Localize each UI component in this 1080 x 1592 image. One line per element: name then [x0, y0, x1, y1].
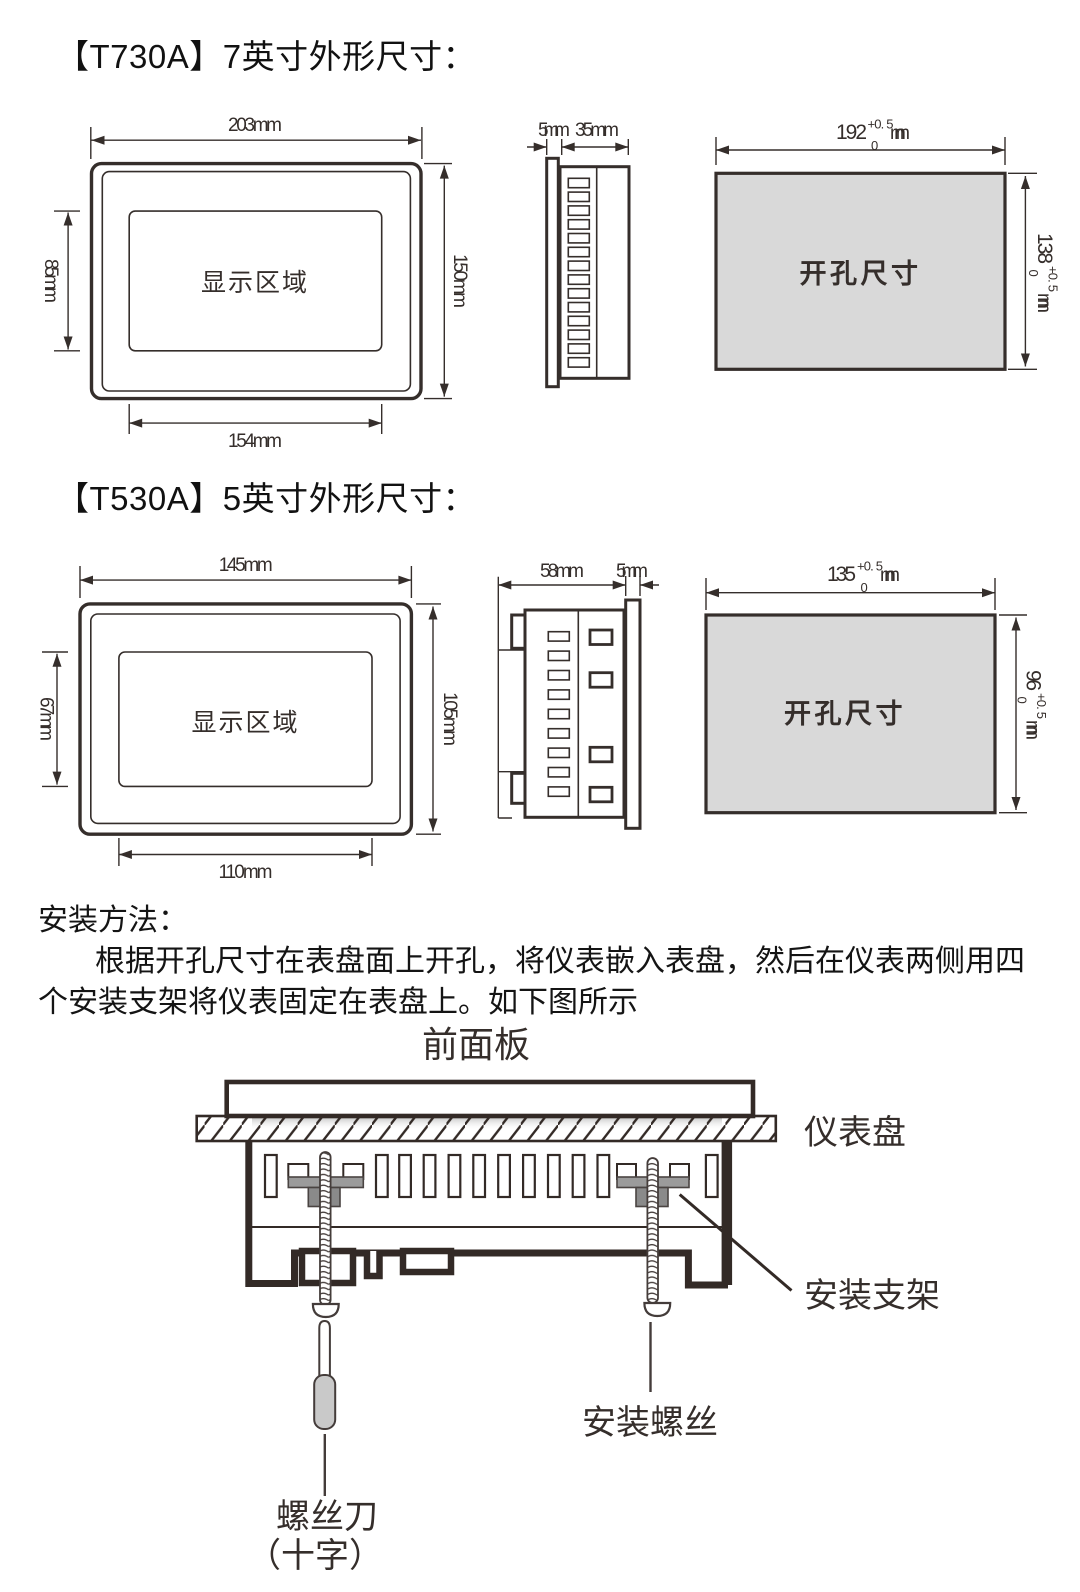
t730a-side-vents [567, 177, 591, 368]
t530a-title: 【T530A】5英寸外形尺寸： [56, 480, 477, 517]
screwdriver [313, 1319, 337, 1496]
front-panel-label: 前面板 [422, 1025, 530, 1065]
svg-text:mm: mm [1033, 293, 1054, 313]
install-diagram: 前面板 [195, 1025, 940, 1575]
svg-text:138: 138 [1033, 233, 1056, 264]
svg-text:0: 0 [871, 138, 878, 153]
screwdriver-label-line2: （十字） [247, 1537, 383, 1575]
t730a-cutout-label: 开孔尺寸 [800, 259, 922, 289]
t530a-cutout-label: 开孔尺寸 [784, 699, 906, 729]
t730a-front-view [89, 161, 423, 401]
t730a-drawings: 显示区域 203mm 154mm 150mm 85mm [40, 115, 1061, 452]
svg-text:+0. 5: +0. 5 [1046, 266, 1061, 292]
t730a-cutout-rect [714, 171, 1007, 371]
t530a-side-view [510, 598, 642, 830]
front-panel-rect [224, 1079, 756, 1119]
t730a-display-area-label: 显示区域 [201, 269, 309, 297]
bracket-label: 安装支架 [804, 1277, 940, 1315]
svg-text:mm: mm [890, 123, 910, 144]
screwdriver-label-line1: 螺丝刀 [276, 1499, 378, 1536]
t530a-cutout-rect [704, 613, 997, 815]
t530a-front-right-dim: 105mm [439, 692, 460, 746]
svg-text:mm: mm [880, 565, 900, 586]
t730a-cutout-width-dim: 192 +0. 5 0 mm [836, 117, 910, 154]
t730a-front-left-dim: 85mm [40, 259, 61, 303]
svg-text:+0. 5: +0. 5 [1034, 693, 1049, 719]
t730a-front-top-dim: 203mm [228, 115, 282, 136]
svg-text:135: 135 [827, 563, 856, 586]
t530a-cutout-height-dim: 96 +0. 5 0 mm [1015, 670, 1050, 740]
t730a-side-front-dim: 5mm [538, 120, 570, 141]
svg-text:+0. 5: +0. 5 [857, 559, 883, 574]
t530a-side-connectors [588, 628, 614, 804]
svg-text:96: 96 [1022, 670, 1045, 691]
body-vent-slots [263, 1153, 719, 1199]
t730a-cutout-dimlines [715, 137, 1037, 370]
svg-text:mm: mm [1022, 720, 1043, 740]
screw-label: 安装螺丝 [582, 1404, 718, 1442]
panel-board-label: 仪表盘 [804, 1114, 906, 1152]
t530a-side-vents [547, 630, 571, 798]
t530a-cutout-dimlines [705, 578, 1027, 814]
t730a-front-dimlines [54, 127, 452, 434]
bracket-pointer-line [678, 1193, 793, 1292]
t530a-side-depth-dim: 58mm [540, 561, 584, 582]
svg-text:+0. 5: +0. 5 [868, 117, 894, 132]
mounting-screw-left [311, 1151, 340, 1319]
install-text-line2: 个安装支架将仪表固定在表盘上。如下图所示 [38, 986, 638, 1019]
t530a-front-top-dim: 145mm [219, 555, 273, 576]
t730a-front-bottom-dim: 154mm [228, 431, 282, 452]
t530a-cutout-width-dim: 135 +0. 5 0 mm [827, 559, 900, 596]
t730a-front-right-dim: 150mm [449, 254, 470, 308]
t530a-front-view [78, 602, 414, 836]
t530a-front-bottom-dim: 110mm [219, 862, 273, 883]
t530a-display-area-label: 显示区域 [191, 709, 299, 737]
screwdriver-handle [313, 1374, 337, 1430]
t730a-side-view [545, 156, 631, 389]
mounting-screw-right [643, 1157, 672, 1392]
t730a-cutout-height-dim: 138 +0. 5 0 mm [1026, 233, 1061, 313]
install-heading: 安装方法： [38, 904, 188, 937]
t530a-side-dimlines [497, 576, 659, 819]
t530a-front-dimlines [42, 566, 441, 866]
svg-text:0: 0 [1015, 697, 1030, 704]
install-text-line1: 根据开孔尺寸在表盘面上开孔，将仪表嵌入表盘，然后在仪表两侧用四 [95, 945, 1025, 978]
instrument-body [245, 1141, 733, 1289]
t730a-side-dimlines [527, 139, 629, 155]
t530a-side-front-dim: 5mm [616, 561, 648, 582]
svg-text:0: 0 [861, 580, 868, 595]
instrument-panel-bar [195, 1114, 778, 1143]
t530a-front-left-dim: 67mm [36, 697, 57, 741]
t730a-side-depth-dim: 35mm [575, 120, 619, 141]
svg-text:192: 192 [836, 121, 867, 144]
t730a-title: 【T730A】7英寸外形尺寸： [56, 38, 477, 75]
svg-text:0: 0 [1026, 270, 1041, 277]
t530a-drawings: 显示区域 145mm 110mm 105mm 67mm [36, 555, 1050, 883]
